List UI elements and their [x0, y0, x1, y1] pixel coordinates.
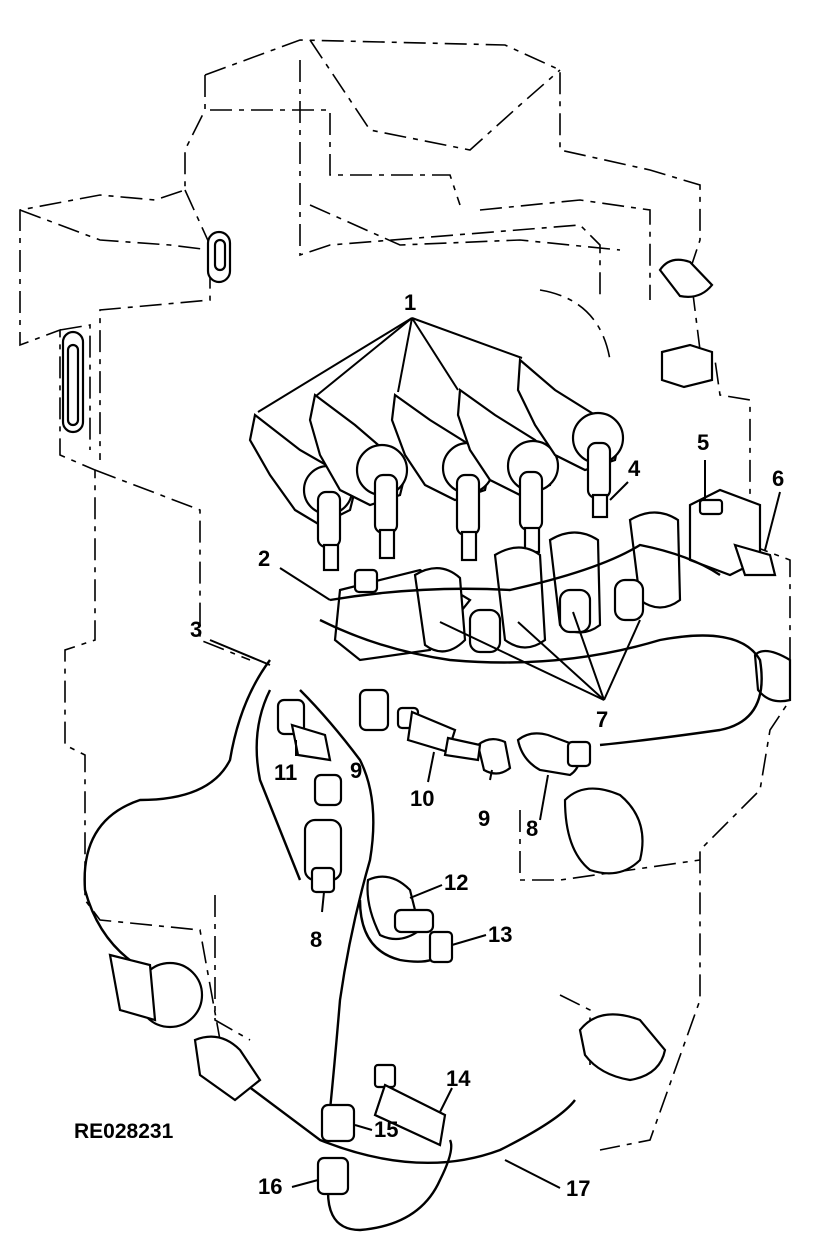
callout-labels: 1 2 3 4 5 6 7 8 8 9 9 10 11 12 13 14 15 … [190, 290, 784, 1201]
connector-8-right [516, 732, 592, 777]
callout-8-right: 8 [526, 816, 538, 841]
leader-lines [209, 317, 781, 1189]
sensor-12 [366, 875, 435, 941]
solenoid-valve-bank [248, 357, 625, 572]
callout-16: 16 [258, 1174, 282, 1199]
callout-4: 4 [628, 456, 641, 481]
callout-2: 2 [258, 546, 270, 571]
callout-1: 1 [404, 290, 416, 315]
callout-11: 11 [274, 760, 297, 785]
callout-9-right: 9 [478, 806, 490, 831]
seal-9-right [476, 738, 512, 775]
sensor-14 [373, 1063, 447, 1147]
round-connector-left [108, 953, 204, 1029]
callout-9-left: 9 [350, 758, 362, 783]
callout-7: 7 [596, 707, 608, 732]
manifold-fittings [333, 511, 682, 732]
housing-phantom-outline [19, 39, 791, 1151]
seal-9-left [313, 773, 343, 807]
figure-reference-id: RE028231 [74, 1120, 174, 1143]
connector-15 [320, 1103, 356, 1143]
callout-8-left: 8 [310, 927, 322, 952]
callout-12: 12 [444, 870, 468, 895]
solenoid-valve-2 [308, 393, 409, 560]
solenoid-5 [688, 488, 777, 577]
callout-6: 6 [772, 466, 784, 491]
sensor-lower-left [193, 1035, 262, 1102]
solenoid-valve-5 [516, 357, 625, 519]
housing-features [61, 230, 792, 1082]
callout-10: 10 [410, 786, 434, 811]
solenoid-valve-4 [456, 387, 560, 554]
sensor-10 [396, 706, 482, 762]
callout-17: 17 [566, 1176, 590, 1201]
callout-3: 3 [190, 617, 202, 642]
callout-15: 15 [374, 1117, 398, 1142]
sensor-11 [276, 698, 332, 762]
connector-8-left [303, 818, 343, 894]
callout-13: 13 [488, 922, 512, 947]
harness-wires [83, 543, 763, 1232]
callout-5: 5 [697, 430, 709, 455]
connectors-and-sensors [108, 698, 592, 1196]
connector-16 [316, 1156, 350, 1196]
connector-13 [428, 930, 454, 964]
callout-14: 14 [446, 1066, 471, 1091]
